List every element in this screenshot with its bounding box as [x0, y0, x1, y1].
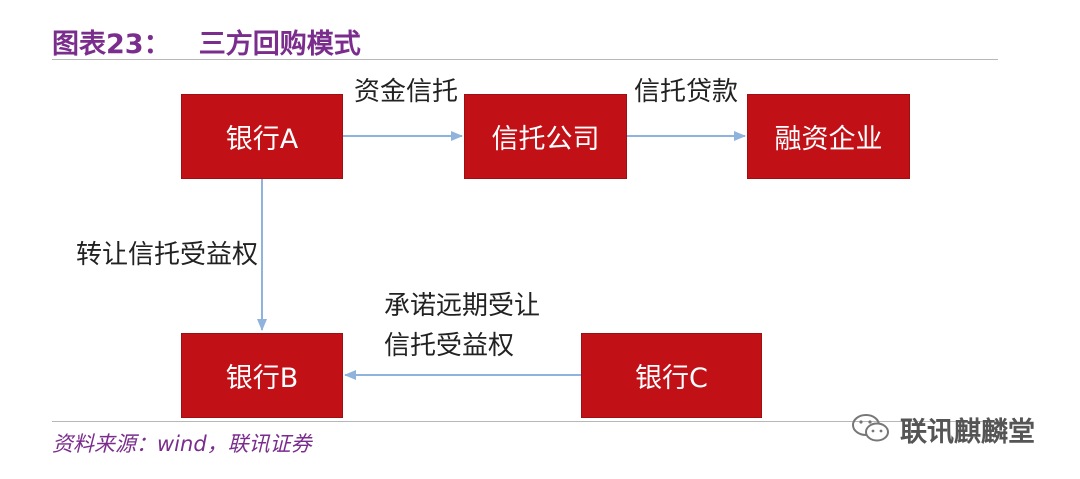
node-trust-company: 信托公司: [464, 94, 627, 179]
node-bank-c: 银行C: [581, 333, 762, 418]
title-divider: [52, 59, 998, 60]
edge-label-forward-commitment-line1: 承诺远期受让: [384, 291, 541, 321]
figure-title: 图表23： 三方回购模式: [52, 29, 361, 60]
node-bank-b: 银行B: [181, 333, 343, 418]
watermark-text: 联讯麒麟堂: [900, 417, 1035, 448]
wechat-icon: [850, 411, 892, 449]
node-financing-enterprise: 融资企业: [747, 94, 910, 179]
node-bank-a: 银行A: [181, 94, 343, 179]
edge-label-transfer-beneficiary-right: 转让信托受益权: [76, 240, 259, 270]
edge-label-fund-trust: 资金信托: [354, 77, 459, 107]
edge-label-trust-loan: 信托贷款: [634, 77, 739, 107]
watermark: 联讯麒麟堂: [850, 410, 1035, 449]
edge-label-forward-commitment-line2: 信托受益权: [384, 331, 515, 361]
footer-divider: [52, 421, 998, 422]
source-note: 资料来源：wind，联讯证券: [52, 432, 312, 456]
